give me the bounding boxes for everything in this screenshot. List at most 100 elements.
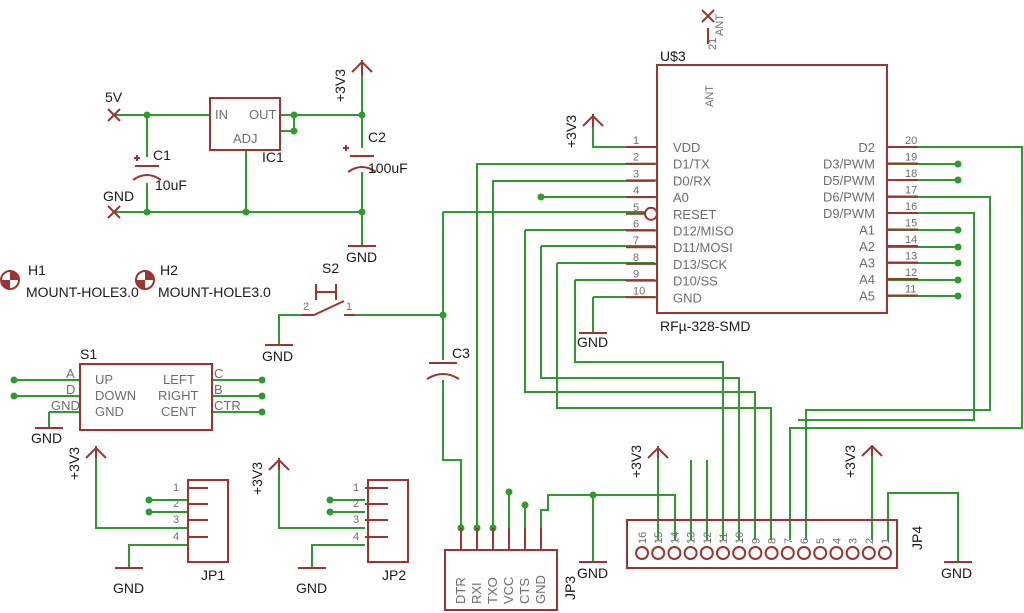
jp4-pin-pad [716,546,730,560]
jp4-pin-number: 14 [669,532,681,544]
mcu-pin-name: A2 [859,239,875,254]
ant-net-label: ANT [714,14,726,36]
jp4-pin-pad [813,546,828,560]
jp4-pin-number: 16 [637,532,649,544]
jp2-pin: 3 [353,514,359,526]
mcu-pin-number: 7 [633,235,639,247]
jp3-pin-gnd: GND [533,575,548,604]
mcu-pin-number: 2 [633,152,639,164]
jp3-name: JP3 [562,576,578,600]
c2-value: 100uF [368,160,408,176]
jp4-pin-pad [667,546,682,560]
mcu-pin-name: A4 [859,272,875,287]
gnd-label: GND [113,580,144,596]
jp4-pin-pad [829,546,844,560]
supply-3v3-jp4-right: +3V3 [842,444,883,478]
supply-3v3-label: +3V3 [66,447,82,480]
supply-3v3-mcu: +3V3 [563,114,604,148]
mcu-pin-name: GND [673,290,702,305]
gnd-ftdi: GND [577,561,608,581]
mcu-pin-name: D3/PWM [823,157,875,172]
jp4-pin-pad [732,546,747,560]
s1-pin-a: A [66,366,75,381]
jp4-pin-pad [651,546,666,560]
h2-value: MOUNT-HOLE3.0 [158,284,271,300]
gnd-s1: GND [31,427,63,446]
reg-out-pin: OUT [249,107,277,122]
s2-name: S2 [322,260,339,276]
reg-adj-pin: ADJ [233,131,258,146]
gnd-label: GND [103,188,134,204]
mcu-pin-name: D5/PWM [823,173,875,188]
capacitor-c3: C3 [426,345,470,380]
jp4-pin-pad [878,546,892,560]
mcu-pin-number: 19 [905,152,917,164]
jp4-pin-number: 15 [653,532,665,544]
net-gnd-regulator: GND [103,188,134,219]
gnd-jp2: GND [296,567,327,596]
s2-pin-2: 2 [303,301,309,313]
gnd-label: GND [577,565,608,581]
s1-cent: CENT [161,404,196,419]
capacitor-c1: C1 10uF [132,147,187,193]
supply-3v3-label: +3V3 [249,462,265,495]
jp2-pin: 4 [353,531,359,543]
mcu-pin-name: D12/MISO [673,224,734,239]
jp4-pin-number: 9 [750,538,762,544]
mcu-pin-number: 12 [905,267,917,279]
gnd-label: GND [262,348,293,364]
jp2-pin: 2 [353,498,359,510]
reg-name: IC1 [262,149,284,165]
jp1-name: JP1 [201,567,225,583]
mcu-pin-name: A3 [859,256,875,271]
jp4-pin-number: 2 [864,538,876,544]
mcu-pin-number: 3 [633,168,639,180]
jp4-pin-number: 1 [880,538,892,544]
reg-in-pin: IN [215,107,228,122]
mcu-value: RFµ-328-SMD [660,318,751,334]
supply-3v3-c2: +3V3 [332,60,373,102]
h1-value: MOUNT-HOLE3.0 [26,284,139,300]
jp4-pin-pad [699,546,714,560]
regulator-ic1: IN OUT ADJ IC1 [209,97,284,165]
net-ant: ANT 21 [701,9,726,50]
jp4-pin-pad [748,546,763,560]
mcu-pin-name: RESET [673,207,716,222]
junctions [10,111,962,532]
mcu-pin-number: 4 [633,185,639,197]
header-jp1: 1 2 3 4 JP1 [173,479,229,583]
s1-up: UP [95,372,113,387]
mcu-pin-number: 13 [905,251,917,263]
mcu-pin-name: A1 [859,223,875,238]
jp4-pin-pad [861,546,876,560]
jp4-pin-number: 8 [767,538,779,544]
jp4-pin-number: 10 [734,532,746,544]
mcu-pin-number: 17 [905,185,917,197]
gnd-jp1: GND [113,567,144,596]
net-5v: 5V [105,89,123,122]
supply-3v3-label: +3V3 [628,445,644,478]
c3-name: C3 [452,345,470,361]
gnd-c2: GND [346,245,377,265]
mcu-ant-pin-label: ANT [704,85,716,107]
s1-left: LEFT [163,372,195,387]
gnd-label: GND [577,334,608,350]
jp4-name: JP4 [909,526,925,550]
mcu-pin-name: D6/PWM [823,190,875,205]
mcu-pin-number: 14 [905,234,917,246]
mcu-pin-number: 15 [905,218,917,230]
s1-pin-b: B [214,382,223,397]
mcu-name: U$3 [660,48,686,64]
jp3-pin-rxi: RXI [469,582,484,604]
c2-name: C2 [368,129,386,145]
supply-3v3-label: +3V3 [563,115,579,148]
mcu-pin-number: 18 [905,168,917,180]
jp3-pin-vcc: VCC [501,577,516,604]
supply-3v3-jp2: +3V3 [249,458,290,495]
switch-s1: S1 A D GND C B CTR UP DOWN GND LEFT RIGH… [51,346,241,431]
mcu-pin-number: 11 [905,284,916,296]
